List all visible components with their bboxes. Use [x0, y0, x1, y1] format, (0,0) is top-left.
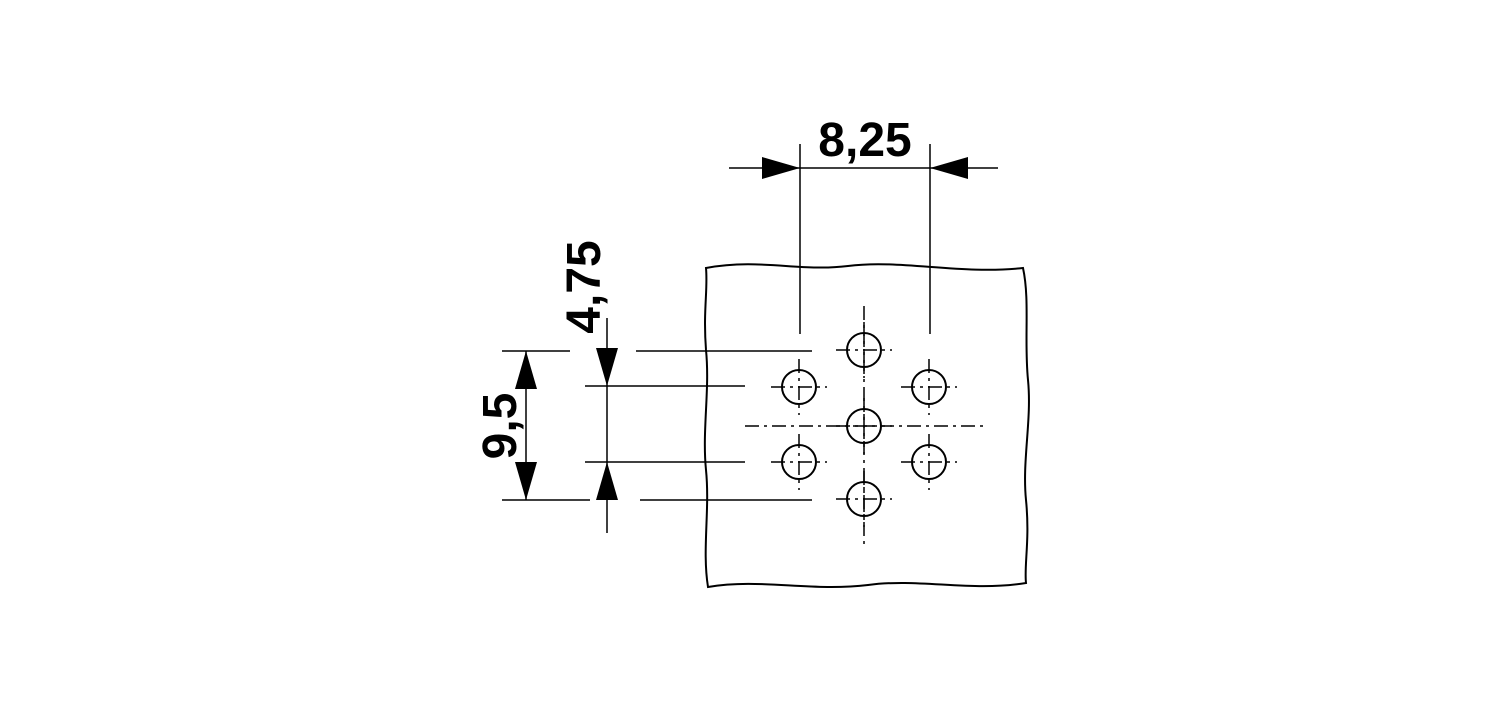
board-outline — [703, 263, 1030, 589]
arrow-up — [596, 462, 618, 500]
arrow-down — [596, 348, 618, 386]
hole-upper-left — [771, 359, 827, 415]
hole-top — [836, 322, 892, 378]
hole-upper-right — [901, 359, 957, 415]
arrow-right — [762, 157, 800, 179]
dimension-horizontal: 8,25 — [729, 114, 998, 334]
dimension-vertical-total: 9,5 — [474, 350, 590, 501]
hole-center — [836, 398, 892, 454]
arrow-down — [515, 462, 537, 500]
hole-lower-right — [901, 434, 957, 490]
dimension-label-horizontal: 8,25 — [818, 114, 911, 167]
dimension-label-vertical-pitch: 4,75 — [558, 240, 611, 333]
arrow-left — [930, 157, 968, 179]
dimension-vertical-pitch: 4,75 — [558, 240, 745, 533]
arrow-up — [515, 351, 537, 389]
hole-lower-left — [771, 434, 827, 490]
dimension-label-vertical-total: 9,5 — [474, 393, 527, 460]
hole-bottom — [836, 471, 892, 527]
drill-holes — [771, 322, 957, 527]
